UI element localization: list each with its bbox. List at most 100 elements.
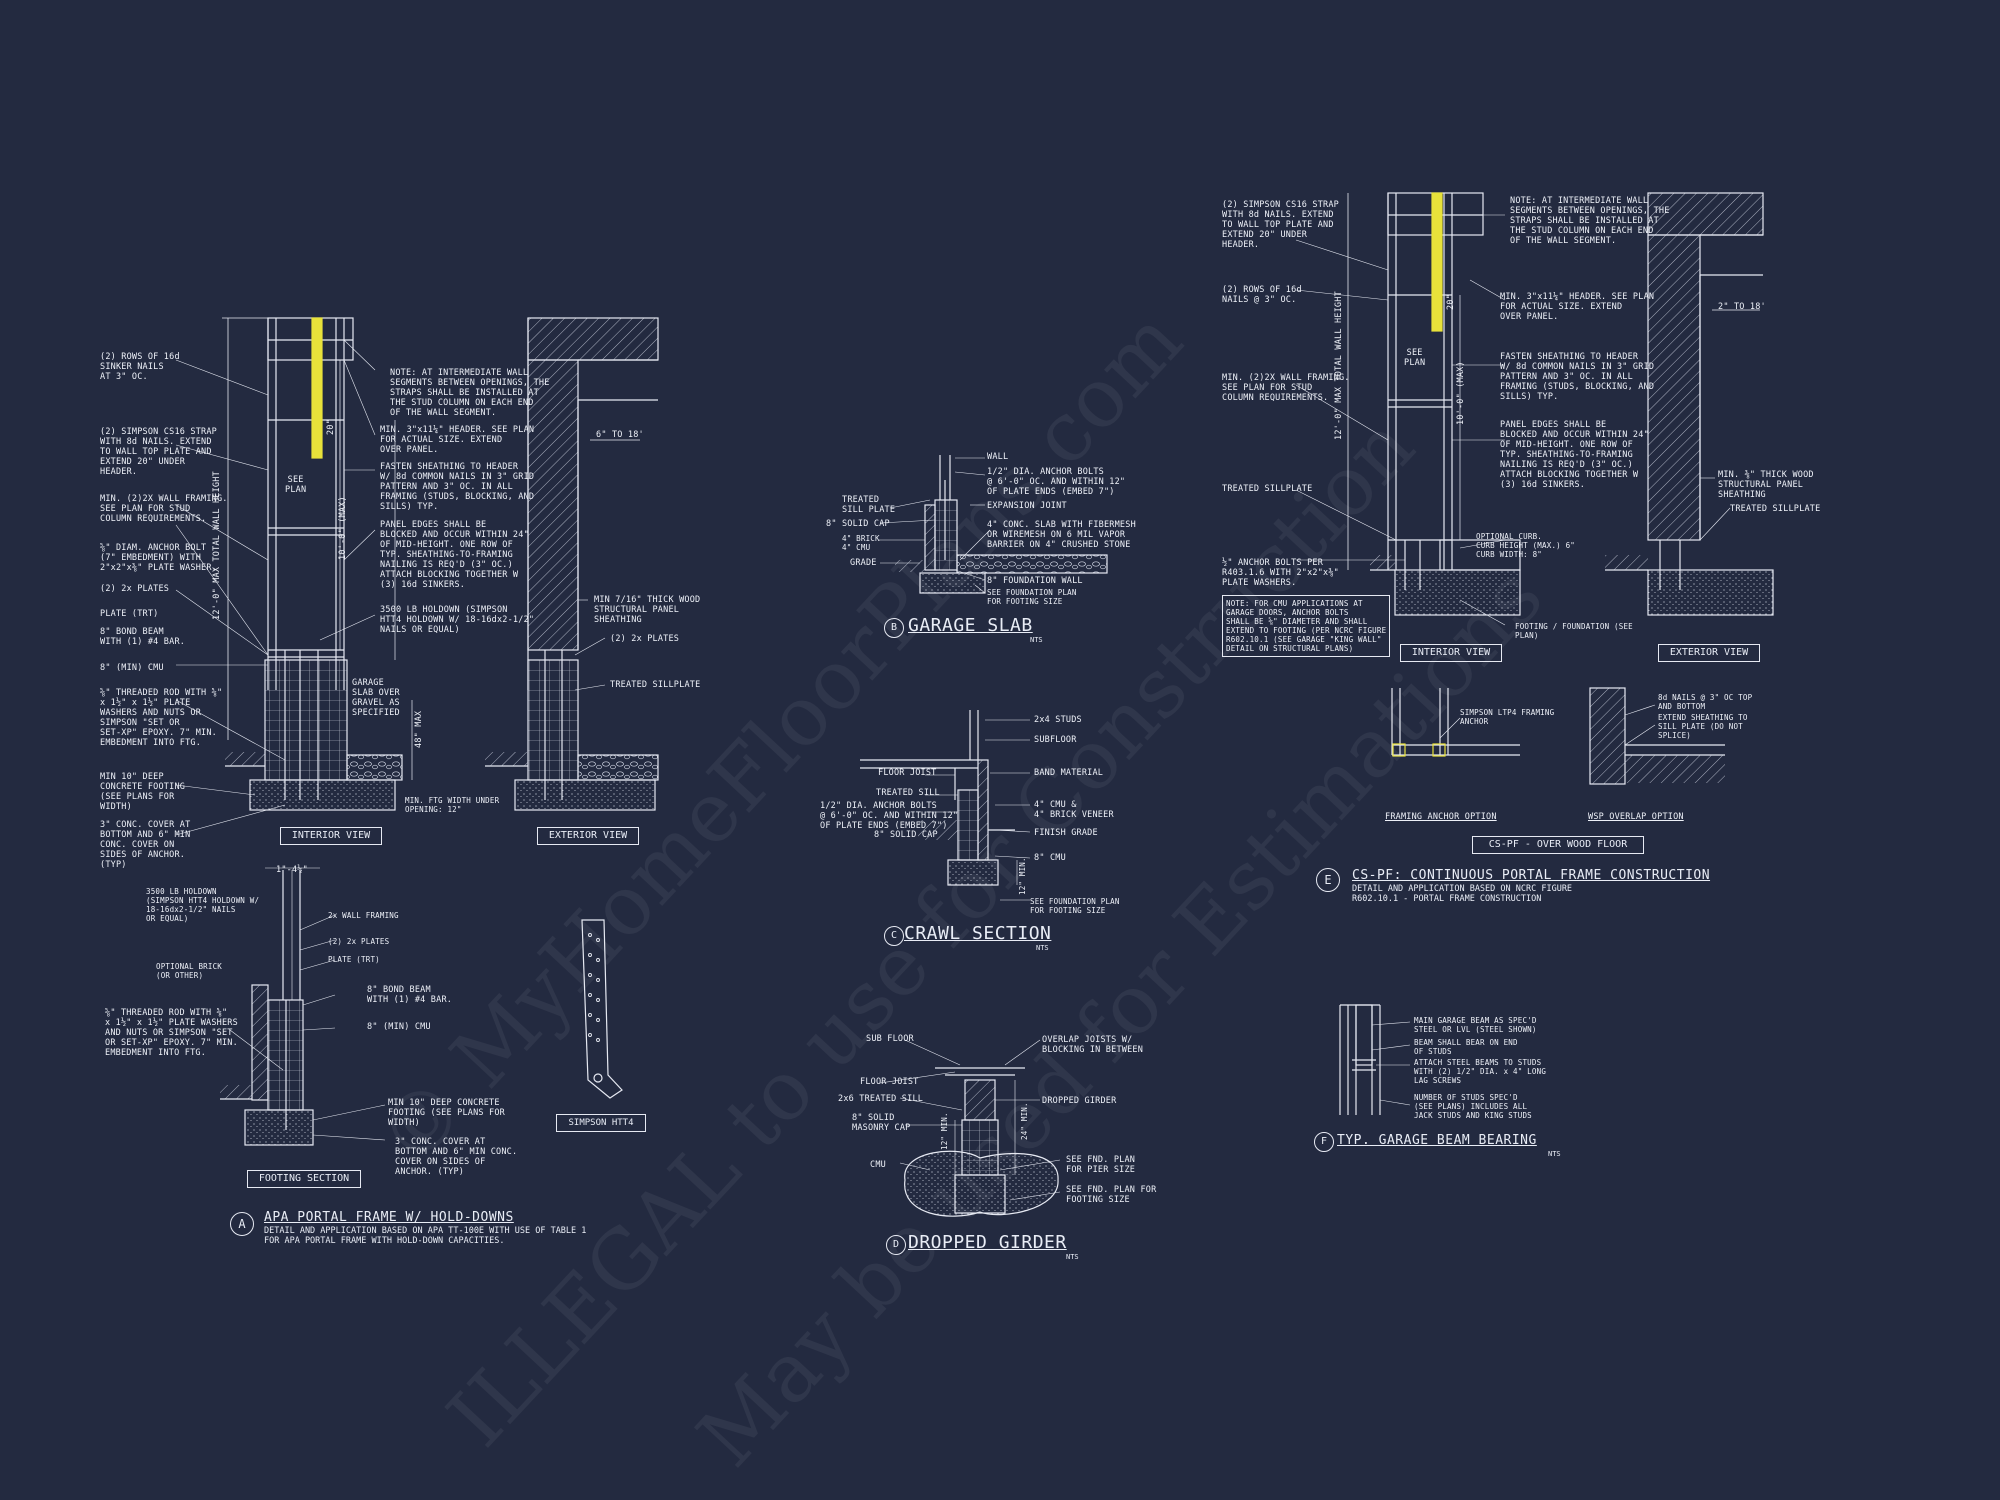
note-c-0: 2x4 STUDS <box>1034 715 1082 725</box>
detail-f-marker: F <box>1314 1132 1334 1152</box>
note-c-9: 1/2" DIA. ANCHOR BOLTS @ 6'-0" OC. AND W… <box>820 801 959 831</box>
detail-f-nts: NTS <box>1548 1150 1561 1158</box>
note-f-3: NUMBER OF STUDS SPEC'D (SEE PLANS) INCLU… <box>1414 1093 1532 1120</box>
detail-c-title: CRAWL SECTION <box>904 923 1052 944</box>
note-a-mid-4: 3500 LB HOLDOWN (SIMPSON HTT4 HOLDOWN W/… <box>380 605 535 635</box>
dim-e-max10: 10'-0" (MAX) <box>1456 361 1466 425</box>
note-a-left-3: ⅝" DIAM. ANCHOR BOLT (7" EMBEDMENT) WITH… <box>100 543 217 573</box>
note-e-bottom-1: 8d NAILS @ 3" OC TOP AND BOTTOM <box>1658 693 1753 711</box>
dim-a-total-height: 12'-0" MAX TOTAL WALL HEIGHT <box>212 471 222 620</box>
detail-d-linework <box>879 1039 1061 1217</box>
detail-f-linework <box>1339 1004 1411 1115</box>
dim-a-one-half: 1"-4½" <box>276 865 308 875</box>
note-f-2: ATTACH STEEL BEAMS TO STUDS WITH (2) 1/2… <box>1414 1058 1547 1085</box>
simpson-htt4-linework <box>581 919 623 1099</box>
note-b-8: 4" BRICK 4" CMU <box>842 534 880 552</box>
note-e-left-1: (2) ROWS OF 16d NAILS @ 3" OC. <box>1222 285 1302 305</box>
note-d-2: FLOOR JOIST <box>860 1077 919 1087</box>
note-a-left-0: (2) ROWS OF 16d SINKER NAILS AT 3" OC. <box>100 352 180 382</box>
note-d-1: OVERLAP JOISTS W/ BLOCKING IN BETWEEN <box>1042 1035 1144 1055</box>
note-b-4: 8" FOUNDATION WALL <box>987 576 1083 586</box>
detail-f-title: TYP. GARAGE BEAM BEARING <box>1337 1133 1537 1148</box>
note-a-foot-4: OPTIONAL BRICK (OR OTHER) <box>156 962 223 980</box>
note-d-4: 2x6 TREATED SILL <box>838 1094 924 1104</box>
note-d-10: 12" MIN. <box>940 1112 949 1150</box>
note-a-foot-5: 8" BOND BEAM WITH (1) #4 BAR. <box>367 985 453 1005</box>
note-a-left-4: (2) 2x PLATES <box>100 584 170 594</box>
detail-a-marker: A <box>230 1212 254 1236</box>
note-c-6: SEE FOUNDATION PLAN FOR FOOTING SIZE <box>1030 897 1120 915</box>
note-c-11: 12" MIN. <box>1018 857 1027 895</box>
note-a-foot-9: 3" CONC. COVER AT BOTTOM AND 6" MIN CONC… <box>395 1137 518 1177</box>
note-a-left-9: MIN 10" DEEP CONCRETE FOOTING (SEE PLANS… <box>100 772 186 812</box>
a-exterior-view-tag: EXTERIOR VIEW <box>537 827 639 845</box>
dim-a-twenty: 20" <box>326 419 336 435</box>
note-e-left-3: TREATED SILLPLATE <box>1222 484 1313 494</box>
cs16-strap-a <box>311 317 323 459</box>
note-c-3: 4" CMU & 4" BRICK VENEER <box>1034 800 1114 820</box>
footing-section-tag: FOOTING SECTION <box>247 1170 361 1188</box>
dim-a-max10: 10'-0" (MAX) <box>338 496 348 560</box>
detail-e-exterior-linework <box>1605 192 1774 616</box>
note-c-10: 8" SOLID CAP <box>874 830 938 840</box>
note-a-foot-8: MIN 10" DEEP CONCRETE FOOTING (SEE PLANS… <box>388 1098 505 1128</box>
a-interior-view-tag: INTERIOR VIEW <box>280 827 382 845</box>
note-a-foot-6: 8" (MIN) CMU <box>367 1022 431 1032</box>
note-a-mid-3: PANEL EDGES SHALL BE BLOCKED AND OCCUR W… <box>380 520 529 590</box>
detail-b-marker: B <box>884 618 904 638</box>
e-exterior-view-tag: EXTERIOR VIEW <box>1658 644 1760 662</box>
note-f-1: BEAM SHALL BEAR ON END OF STUDS <box>1414 1038 1518 1056</box>
dim-e-total: 12'-0" MAX TOTAL WALL HEIGHT <box>1334 291 1344 440</box>
detail-d-marker: D <box>886 1235 906 1255</box>
note-c-7: FLOOR JOIST <box>878 768 937 778</box>
note-a-ext-2: TREATED SILLPLATE <box>610 680 701 690</box>
detail-c-nts: NTS <box>1036 944 1049 952</box>
note-e-mid-6: SEE PLAN <box>1404 348 1426 368</box>
detail-e-interior-linework <box>1295 192 1521 626</box>
note-b-3: 4" CONC. SLAB WITH FIBERMESH OR WIREMESH… <box>987 520 1136 550</box>
detail-e-subtitle: DETAIL AND APPLICATION BASED ON NCRC FIG… <box>1352 884 1573 904</box>
note-a-foot-3: PLATE (TRT) <box>328 955 380 964</box>
note-c-5: 8" CMU <box>1034 853 1066 863</box>
note-d-3: DROPPED GIRDER <box>1042 1096 1117 1106</box>
detail-a-exterior-linework <box>485 317 659 811</box>
note-a-foot-1: 2x WALL FRAMING <box>328 911 399 920</box>
note-b-7: 8" SOLID CAP <box>826 519 890 529</box>
note-d-0: SUB FLOOR <box>866 1034 914 1044</box>
note-e-mid-5: FOOTING / FOUNDATION (SEE PLAN) <box>1515 622 1633 640</box>
note-c-8: TREATED SILL <box>876 788 940 798</box>
note-e-left-2: MIN. (2)2X WALL FRAMING. SEE PLAN FOR ST… <box>1222 373 1350 403</box>
note-c-4: FINISH GRADE <box>1034 828 1098 838</box>
note-a-left-1: (2) SIMPSON CS16 STRAP WITH 8d NAILS. EX… <box>100 427 217 477</box>
note-b-0: WALL <box>987 452 1009 462</box>
note-a-left-7: 8" (MIN) CMU <box>100 663 164 673</box>
cs16-strap-e <box>1431 192 1443 332</box>
note-a-mid-7: SEE PLAN <box>285 475 307 495</box>
note-d-8: SEE FND. PLAN FOR FOOTING SIZE <box>1066 1185 1157 1205</box>
note-c-1: SUBFLOOR <box>1034 735 1077 745</box>
dim-e-two-to-18: 2" TO 18' <box>1718 302 1766 312</box>
framing-anchor-option: FRAMING ANCHOR OPTION <box>1385 812 1497 822</box>
e-interior-view-tag: INTERIOR VIEW <box>1400 644 1502 662</box>
note-c-2: BAND MATERIAL <box>1034 768 1104 778</box>
note-a-ext-1: (2) 2x PLATES <box>610 634 680 644</box>
detail-a-interior-linework <box>175 317 413 836</box>
note-e-ext-0: MIN. ⅜" THICK WOOD STRUCTURAL PANEL SHEA… <box>1718 470 1814 500</box>
note-e-bottom-2: EXTEND SHEATHING TO SILL PLATE (DO NOT S… <box>1658 713 1748 740</box>
detail-e-title: CS-PF: CONTINUOUS PORTAL FRAME CONSTRUCT… <box>1352 868 1711 883</box>
note-b-9: GRADE <box>850 558 877 568</box>
detail-b-title: GARAGE SLAB <box>908 615 1033 636</box>
detail-c-marker: C <box>884 926 904 946</box>
note-b-1: 1/2" DIA. ANCHOR BOLTS @ 6'-0" OC. AND W… <box>987 467 1126 497</box>
detail-c-linework <box>860 710 1031 901</box>
note-e-mid-4: OPTIONAL CURB. CURB HEIGHT (MAX.) 6" CUR… <box>1476 532 1576 559</box>
note-e-bottom-0: SIMPSON LTP4 FRAMING ANCHOR <box>1460 708 1555 726</box>
detail-a-subtitle: DETAIL AND APPLICATION BASED ON APA TT-1… <box>264 1226 587 1246</box>
note-e-ext-1: TREATED SILLPLATE <box>1730 504 1821 514</box>
detail-b-linework <box>878 455 1108 594</box>
note-d-7: SEE FND. PLAN FOR PIER SIZE <box>1066 1155 1136 1175</box>
note-e-mid-0: NOTE: AT INTERMEDIATE WALL SEGMENTS BETW… <box>1510 196 1670 246</box>
over-wood-floor-tag: CS-PF - OVER WOOD FLOOR <box>1472 836 1644 854</box>
note-a-mid-2: FASTEN SHEATHING TO HEADER W/ 8d COMMON … <box>380 462 535 512</box>
